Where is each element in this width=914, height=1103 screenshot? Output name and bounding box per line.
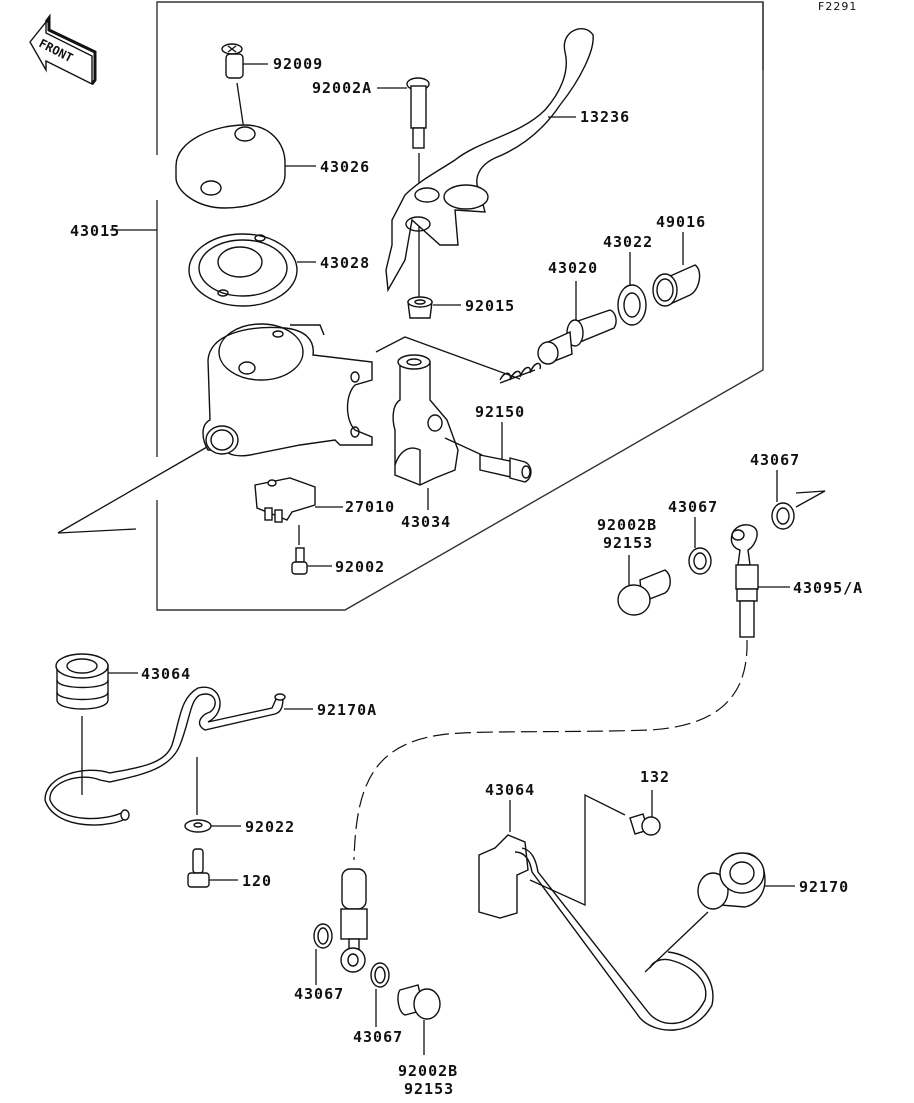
part-43067-washer-c [313, 923, 333, 985]
part-92170-clamp [478, 793, 714, 1031]
part-43064-grommet-a [55, 653, 138, 795]
brake-hose [353, 639, 748, 861]
part-43034-holder [392, 354, 459, 510]
label-43067-b: 43067 [668, 498, 718, 516]
label-13236: 13236 [580, 108, 630, 126]
part-92002B-banjo-bolt-bottom [397, 984, 441, 1055]
part-hose-fitting-lower [340, 868, 368, 973]
label-120: 120 [242, 872, 272, 890]
label-43067-a: 43067 [750, 451, 800, 469]
part-27010-switch [254, 477, 343, 523]
part-92009-screw [221, 43, 268, 131]
part-92002B-banjo-bolt-top [617, 555, 671, 616]
part-43022-circlip [617, 252, 647, 326]
part-master-cylinder-body [202, 323, 373, 457]
part-43020-piston [499, 281, 617, 384]
part-92170A-clamp [44, 686, 313, 826]
part-43067-washer-b [688, 517, 712, 575]
part-92022-washer [184, 819, 241, 833]
part-43095A-hose-fitting [730, 524, 790, 638]
label-92015: 92015 [465, 297, 515, 315]
part-43064-grommet-b [644, 852, 795, 973]
label-27010: 27010 [345, 498, 395, 516]
part-43026-cap [175, 124, 316, 209]
assembly-box-43015 [57, 1, 764, 611]
part-49016-boot [652, 232, 701, 307]
label-43022: 43022 [603, 233, 653, 251]
figure-code: F2291 [818, 0, 857, 13]
front-arrow-icon: FRONT [29, 13, 97, 86]
label-92153-bottom: 92153 [404, 1080, 454, 1098]
part-92150-bolt [444, 422, 532, 483]
label-43064-b: 92170 [799, 878, 849, 896]
label-92170: 43064 [485, 781, 535, 799]
label-43028: 43028 [320, 254, 370, 272]
label-92002A: 92002A [312, 79, 372, 97]
label-43095A: 43095/A [793, 579, 863, 597]
label-92150: 92150 [475, 403, 525, 421]
label-49016: 49016 [656, 213, 706, 231]
label-43067-c: 43067 [294, 985, 344, 1003]
part-43028-diaphragm [188, 233, 316, 307]
label-92002B-bottom: 92002B [398, 1062, 458, 1080]
part-120-bolt [187, 848, 238, 888]
label-43067-d: 43067 [353, 1028, 403, 1046]
part-92002-screw [291, 525, 332, 575]
label-43015: 43015 [70, 222, 120, 240]
part-13236-lever [385, 28, 594, 293]
label-132: 132 [640, 768, 670, 786]
label-43064-a: 43064 [141, 665, 191, 683]
label-43026: 43026 [320, 158, 370, 176]
label-92153-top: 92153 [603, 534, 653, 552]
part-43067-washer-d [370, 962, 390, 1027]
label-92170A: 92170A [317, 701, 377, 719]
label-92009: 92009 [273, 55, 323, 73]
label-43020: 43020 [548, 259, 598, 277]
label-92002B-top: 92002B [597, 516, 657, 534]
part-43067-washer-a [771, 470, 826, 530]
part-132-bolt [629, 790, 661, 836]
label-92002: 92002 [335, 558, 385, 576]
label-92022: 92022 [245, 818, 295, 836]
part-92015-nut [407, 296, 461, 319]
label-43034: 43034 [401, 513, 451, 531]
